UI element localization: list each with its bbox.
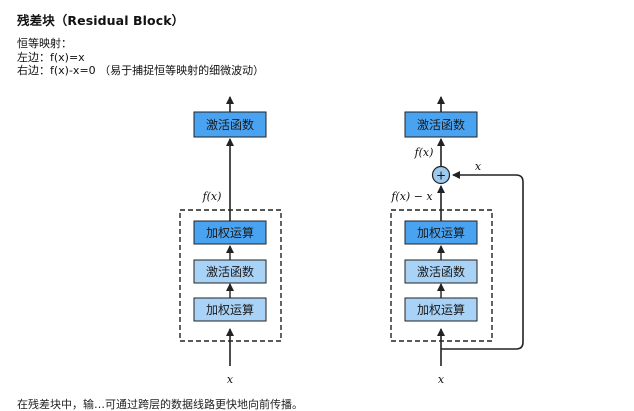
left-note: 左边：f(x)=x — [17, 50, 85, 64]
skip-connection — [441, 171, 524, 350]
footer-text-partial: 在残差块中，输…可通过跨层的数据线路更快地向前传播。 — [17, 398, 303, 411]
left-weight-box-bottom-label: 加权运算 — [206, 302, 254, 317]
right-diagram: x x 加权运算 激活函数 加权运算 f(x) − x + f(x) 激活函数 — [390, 96, 524, 386]
left-activation-box-label: 激活函数 — [206, 264, 254, 279]
left-input-label: x — [227, 373, 234, 386]
right-input-label: x — [438, 373, 445, 386]
right-fx-label: f(x) — [414, 146, 434, 159]
identity-mapping-notes: 恒等映射： 左边：f(x)=x 右边：f(x)-x=0 （易于捕捉恒等映射的细微… — [17, 37, 264, 78]
skip-label: x — [475, 160, 482, 173]
sum-node — [431, 165, 451, 185]
left-diagram: x 加权运算 激活函数 加权运算 f(x) 激活函数 — [179, 96, 282, 386]
left-top-activation-box-label: 激活函数 — [206, 117, 254, 132]
right-note: 右边：f(x)-x=0 （易于捕捉恒等映射的细微波动） — [17, 64, 265, 77]
right-weight-box-bottom-label: 加权运算 — [417, 302, 465, 317]
right-activation-box-label: 激活函数 — [417, 264, 465, 279]
identity-heading: 恒等映射： — [17, 37, 72, 50]
left-weight-box-top-label: 加权运算 — [206, 225, 254, 240]
page-title: 残差块（Residual Block） — [17, 13, 185, 28]
right-weight-box-top-label: 加权运算 — [417, 225, 465, 240]
left-fx-label: f(x) — [202, 190, 222, 203]
right-top-activation-box — [404, 111, 478, 138]
right-residual-label: f(x) − x — [390, 190, 433, 203]
right-top-activation-box-label: 激活函数 — [417, 117, 465, 132]
sum-symbol: + — [436, 169, 446, 183]
